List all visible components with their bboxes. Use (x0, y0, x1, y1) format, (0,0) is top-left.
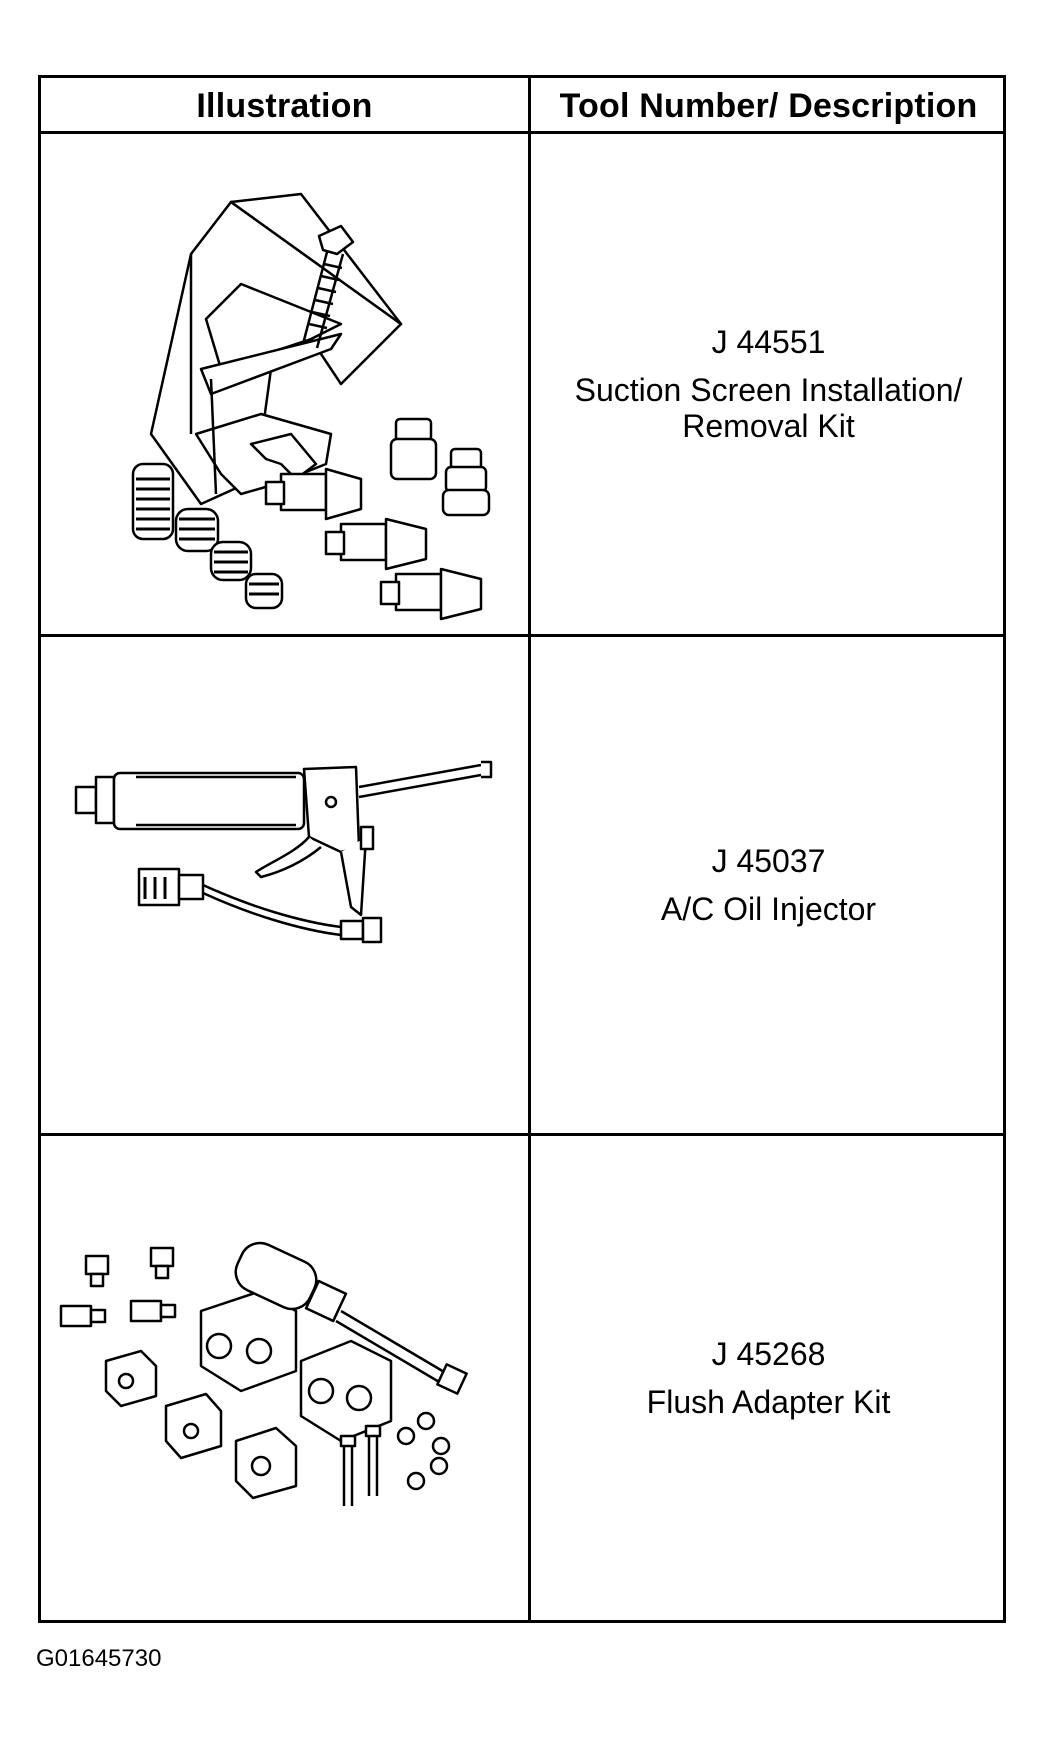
header-divider (41, 131, 1003, 134)
tool-description-line: Suction Screen Installation/ (574, 372, 963, 408)
tool-description-line: Removal Kit (682, 408, 855, 444)
row-divider (41, 634, 1003, 637)
tool-description-line: A/C Oil Injector (660, 891, 877, 927)
row-1-illustration (41, 134, 528, 634)
header-illustration: Illustration (196, 86, 373, 125)
row-3-illustration (41, 1136, 528, 1620)
suction-screen-kit-icon (131, 192, 491, 621)
tool-number: J 45037 (711, 843, 826, 879)
figure-code: G01645730 (36, 1645, 162, 1672)
tool-description-line: Flush Adapter Kit (646, 1384, 891, 1420)
tool-number: J 44551 (711, 324, 826, 360)
header-tool-description: Tool Number/ Description (559, 86, 978, 125)
oil-injector-icon (74, 760, 493, 944)
row-2-description: J 45037 A/C Oil Injector (531, 637, 1006, 1133)
row-1-description: J 44551 Suction Screen Installation/ Rem… (531, 134, 1006, 634)
tool-table: Illustration Tool Number/ Description (38, 75, 1006, 1623)
row-3-description: J 45268 Flush Adapter Kit (531, 1136, 1006, 1620)
flush-adapter-kit-icon (59, 1241, 468, 1506)
row-2-illustration (41, 637, 528, 1133)
row-divider (41, 1133, 1003, 1136)
tool-number: J 45268 (711, 1336, 826, 1372)
column-divider (528, 78, 531, 1620)
